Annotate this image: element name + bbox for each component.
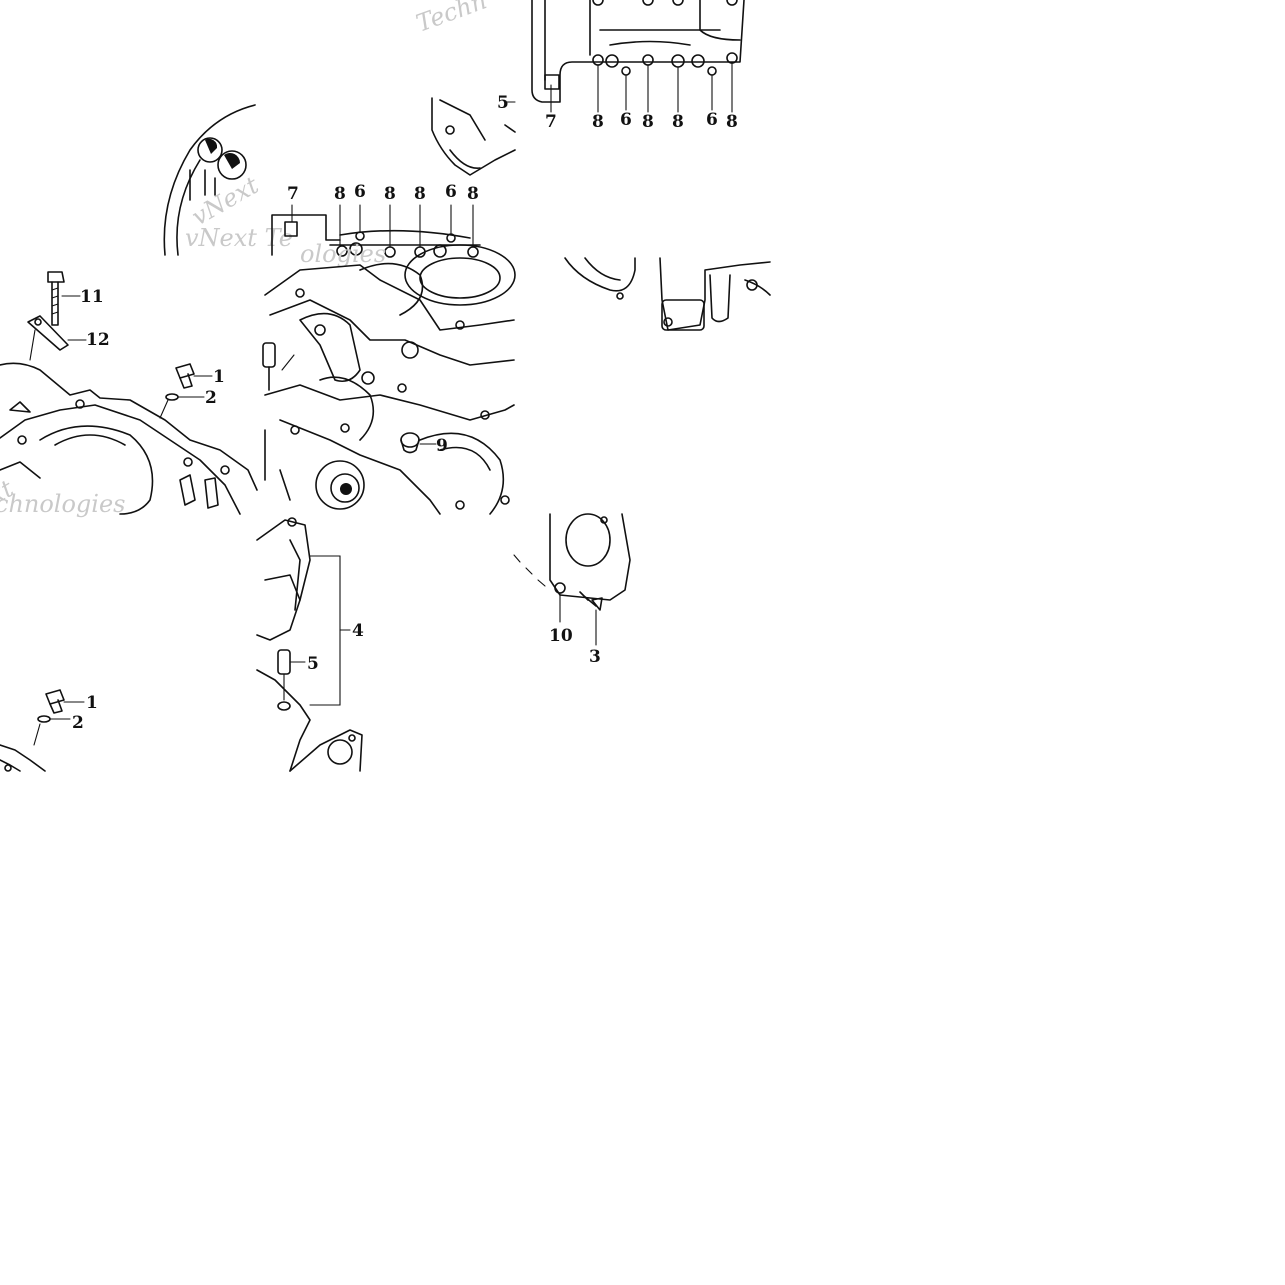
watermark: vNext Te [185, 224, 293, 252]
callout-6: 6 [620, 110, 632, 130]
callout-9: 9 [436, 436, 448, 456]
callout-5: 5 [307, 654, 319, 674]
watermark: vNext [187, 171, 264, 231]
callout-10: 10 [549, 626, 573, 646]
tile-mid-right [564, 257, 771, 331]
callout-8: 8 [726, 112, 738, 132]
callout-2: 2 [72, 713, 84, 733]
callout-1: 1 [213, 367, 225, 387]
watermark: Techn [412, 0, 490, 38]
callout-8: 8 [414, 184, 426, 204]
callout-5: 5 [497, 93, 509, 113]
callout-8: 8 [642, 112, 654, 132]
callout-2: 2 [205, 388, 217, 408]
callout-8: 8 [672, 112, 684, 132]
callout-6: 6 [445, 182, 457, 202]
callout-8: 8 [592, 112, 604, 132]
tile-bottom-right: 3 10 [513, 513, 631, 667]
tile-center: ologies 9 [262, 240, 516, 515]
callout-4: 4 [352, 621, 364, 641]
tile-left: 11 12 1 2 xt chnologies [0, 271, 258, 518]
callout-6: 6 [354, 182, 366, 202]
callout-12: 12 [86, 330, 110, 350]
callout-1: 1 [86, 693, 98, 713]
callout-7: 7 [545, 112, 557, 132]
callout-3: 3 [589, 647, 601, 667]
callout-7: 7 [287, 184, 299, 204]
watermark: chnologies [0, 490, 126, 518]
tile-top-right: Techn 7 8 6 8 8 6 8 5 [412, 0, 745, 176]
callout-8: 8 [384, 184, 396, 204]
watermark: ologies [300, 240, 386, 268]
callout-6: 6 [706, 110, 718, 130]
callout-11: 11 [80, 287, 104, 307]
tile-bottom-center: 4 5 [256, 517, 364, 772]
tile-bottom-left: 1 2 [0, 689, 98, 772]
callout-8: 8 [467, 184, 479, 204]
callout-8: 8 [334, 184, 346, 204]
